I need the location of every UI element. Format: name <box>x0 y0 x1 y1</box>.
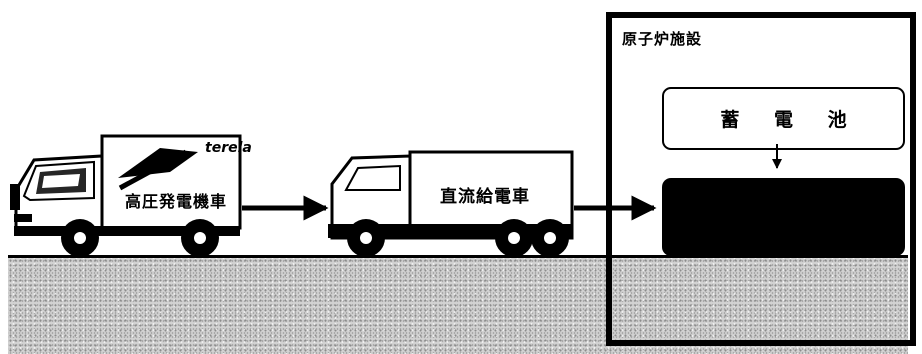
generator-truck-label: 高圧発電機車 <box>125 188 227 212</box>
dc-truck-label: 直流給電車 <box>440 182 530 207</box>
logo-text: terela <box>205 140 252 156</box>
